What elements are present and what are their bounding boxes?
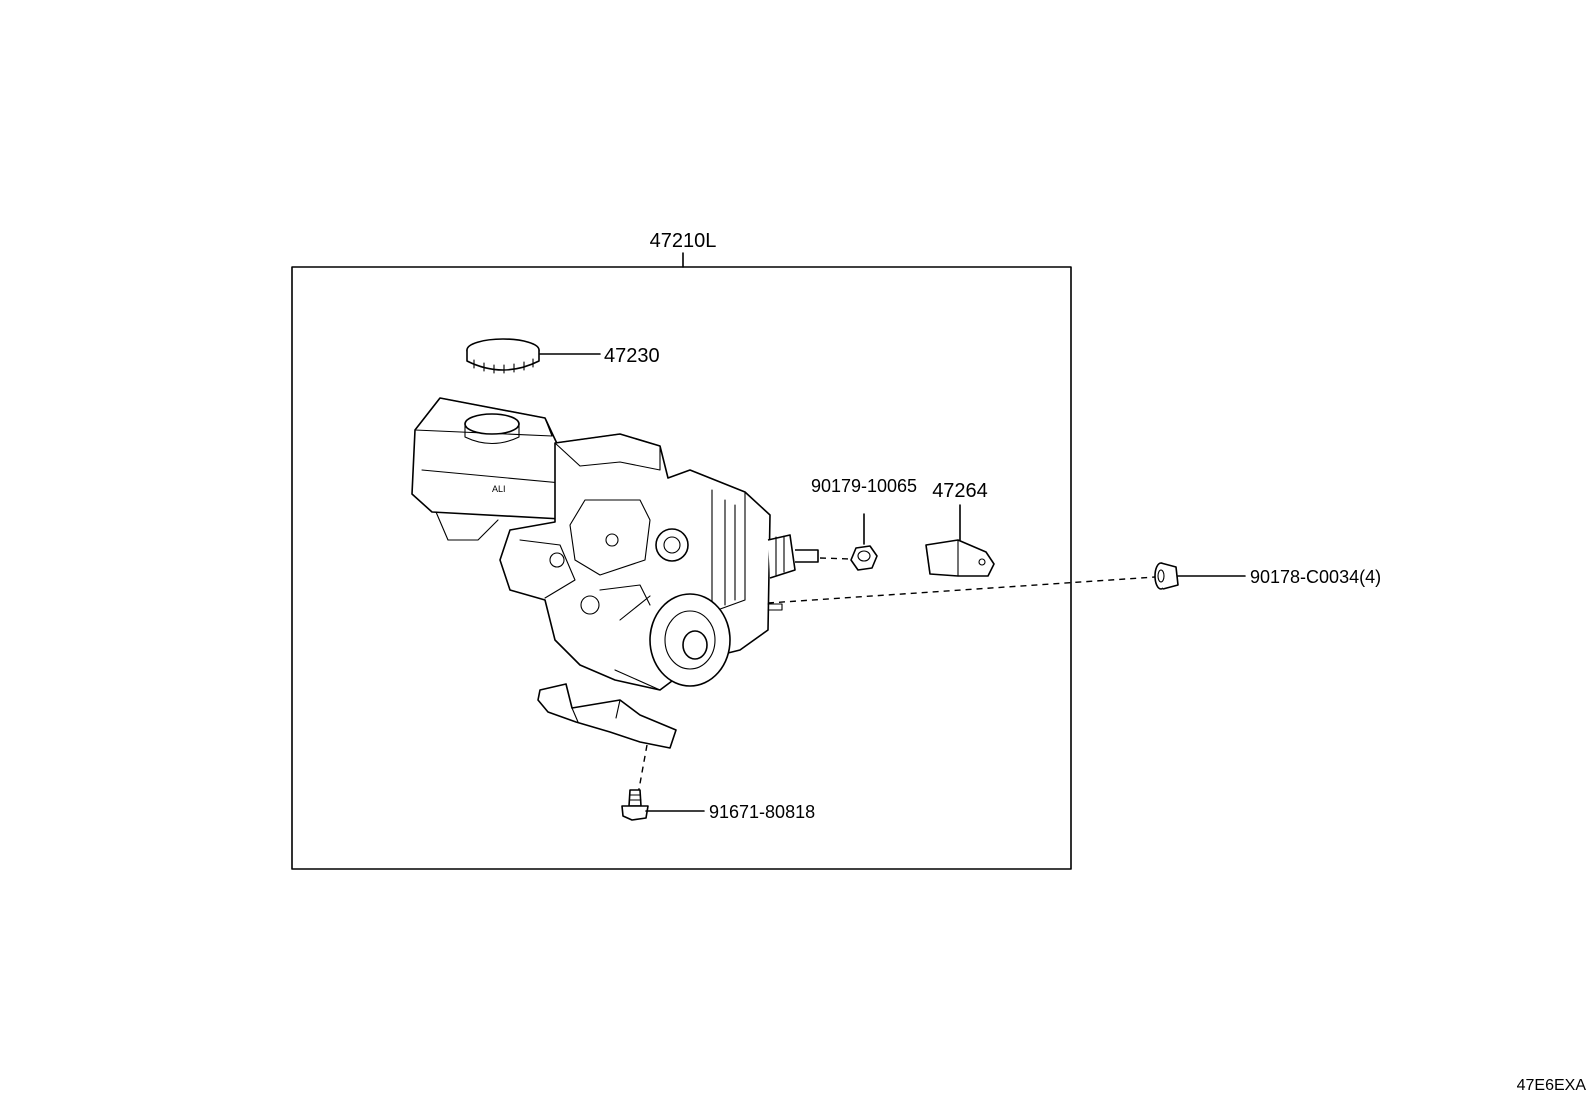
flange-nut-part[interactable] [1154,562,1179,590]
nut-dash-line [819,557,852,560]
nut-part[interactable] [850,545,878,571]
reservoir-mark: ALI [492,484,506,494]
brake-booster-assembly[interactable]: ALI [411,397,819,691]
part-label-47230: 47230 [604,345,660,367]
reservoir-cap[interactable] [466,338,540,374]
part-label-47264: 47264 [932,480,988,502]
part-label-90178-c0034: 90178-C0034(4) [1250,567,1381,587]
bracket-part[interactable] [925,539,995,577]
part-label-91671-80818: 91671-80818 [709,802,815,822]
figure-reference-code: 47E6EXA [1517,1077,1587,1094]
assembly-frame [291,266,1072,870]
bolt-part[interactable] [621,789,649,821]
mount-dash-line [767,576,1156,604]
mounting-plate[interactable] [537,683,677,749]
part-label-90179-10065: 90179-10065 [811,476,917,496]
assembly-label: 47210L [650,230,717,252]
